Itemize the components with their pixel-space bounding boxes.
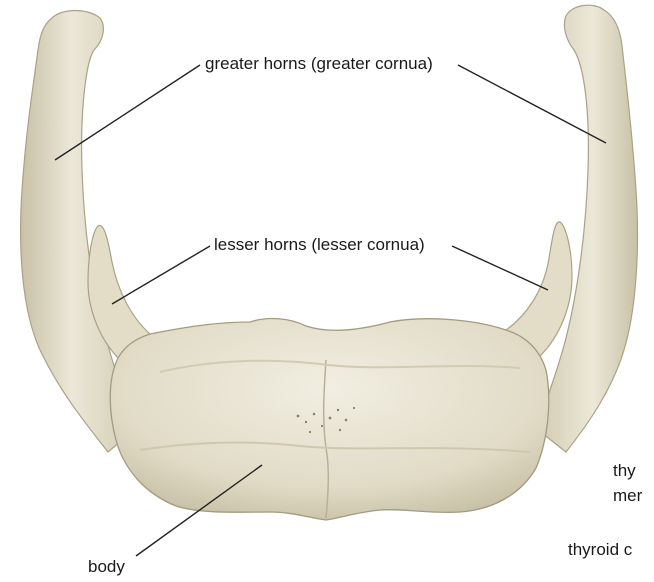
leader-lesser-left — [112, 246, 210, 304]
label-body: body — [88, 558, 125, 575]
label-truncated-mer: mer — [613, 487, 642, 504]
label-lesser-horns: lesser horns (lesser cornua) — [214, 236, 425, 253]
label-truncated-thy: thy — [613, 462, 636, 479]
label-truncated-thyroid-c: thyroid c — [568, 541, 632, 558]
right-greater-horn — [538, 5, 638, 452]
label-greater-horns: greater horns (greater cornua) — [205, 55, 433, 72]
leader-lesser-right — [452, 246, 548, 290]
